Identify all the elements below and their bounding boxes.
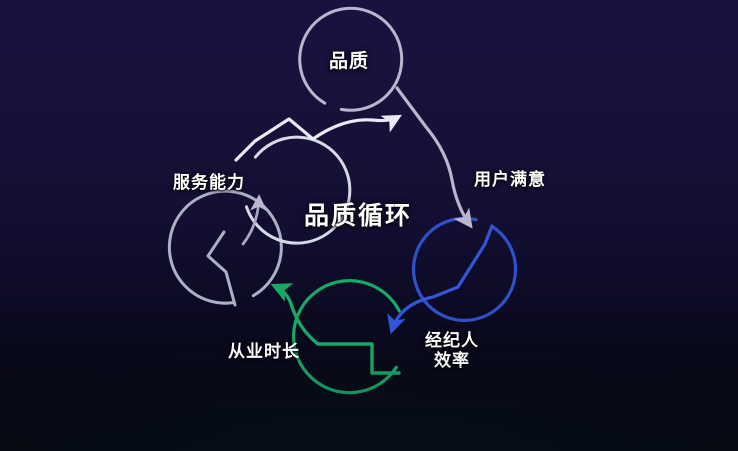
- node-ring-quality[interactable]: [298, 6, 404, 112]
- node-label-years-of-service: 从业时长: [228, 341, 300, 361]
- connector-quality-to-user-satisfaction: [395, 86, 473, 229]
- node-ring-years-of-service[interactable]: [167, 189, 283, 305]
- diagram-center-title: 品质循环: [303, 202, 413, 230]
- connector-agent-efficiency-to-years-of-service: [270, 283, 401, 375]
- node-label-user-satisfaction: 用户满意: [474, 169, 546, 189]
- node-ring-service-capability[interactable]: [245, 135, 352, 245]
- connector-accent-into-service-capability: [241, 194, 267, 246]
- connector-service-capability-to-quality: [234, 114, 402, 162]
- node-label-agent-efficiency: 经纪人 效率: [425, 330, 479, 370]
- node-ring-user-satisfaction[interactable]: [412, 216, 518, 322]
- node-label-service-capability: 服务能力: [173, 172, 245, 192]
- node-ring-agent-efficiency[interactable]: [291, 279, 401, 395]
- connector-user-satisfaction-to-agent-efficiency: [387, 224, 494, 335]
- connector-years-of-service-to-service-capability: [206, 230, 237, 307]
- node-label-quality: 品质: [328, 50, 370, 72]
